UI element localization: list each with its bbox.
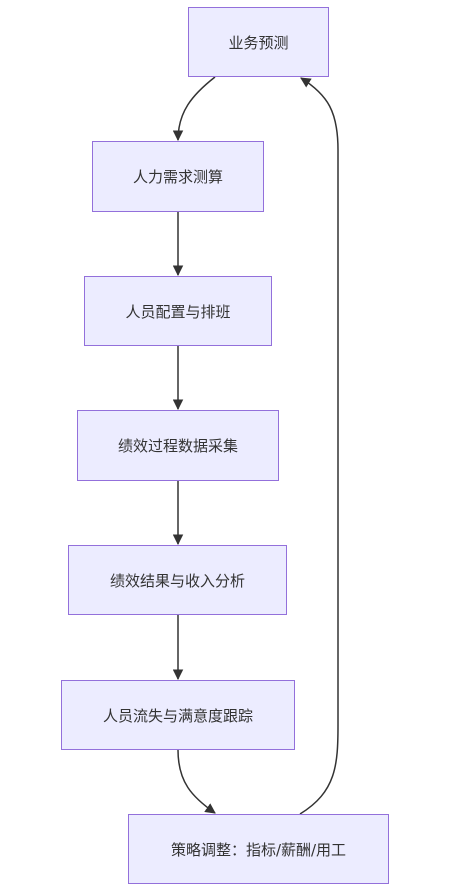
node-strategy-adjustment: 策略调整：指标/薪酬/用工 [128,814,389,884]
node-performance-data-collection: 绩效过程数据采集 [77,410,279,481]
node-label: 人员流失与满意度跟踪 [102,706,253,725]
edge-n7-n1 [299,77,339,815]
node-attrition-and-satisfaction-tracking: 人员流失与满意度跟踪 [61,680,295,750]
node-label: 绩效结果与收入分析 [109,571,245,590]
node-performance-and-income-analysis: 绩效结果与收入分析 [68,545,287,615]
node-label: 策略调整：指标/薪酬/用工 [170,840,347,859]
node-staffing-and-scheduling: 人员配置与排班 [84,276,272,346]
edge-n1-n2 [172,76,216,142]
node-manpower-demand-calculation: 人力需求测算 [92,141,264,212]
node-label: 人力需求测算 [132,168,223,186]
node-label: 人员配置与排班 [125,302,231,321]
edge-n6-n7 [177,749,216,814]
node-label: 业务预测 [228,33,289,52]
node-label: 绩效过程数据采集 [117,437,238,455]
node-business-forecast: 业务预测 [188,7,329,77]
